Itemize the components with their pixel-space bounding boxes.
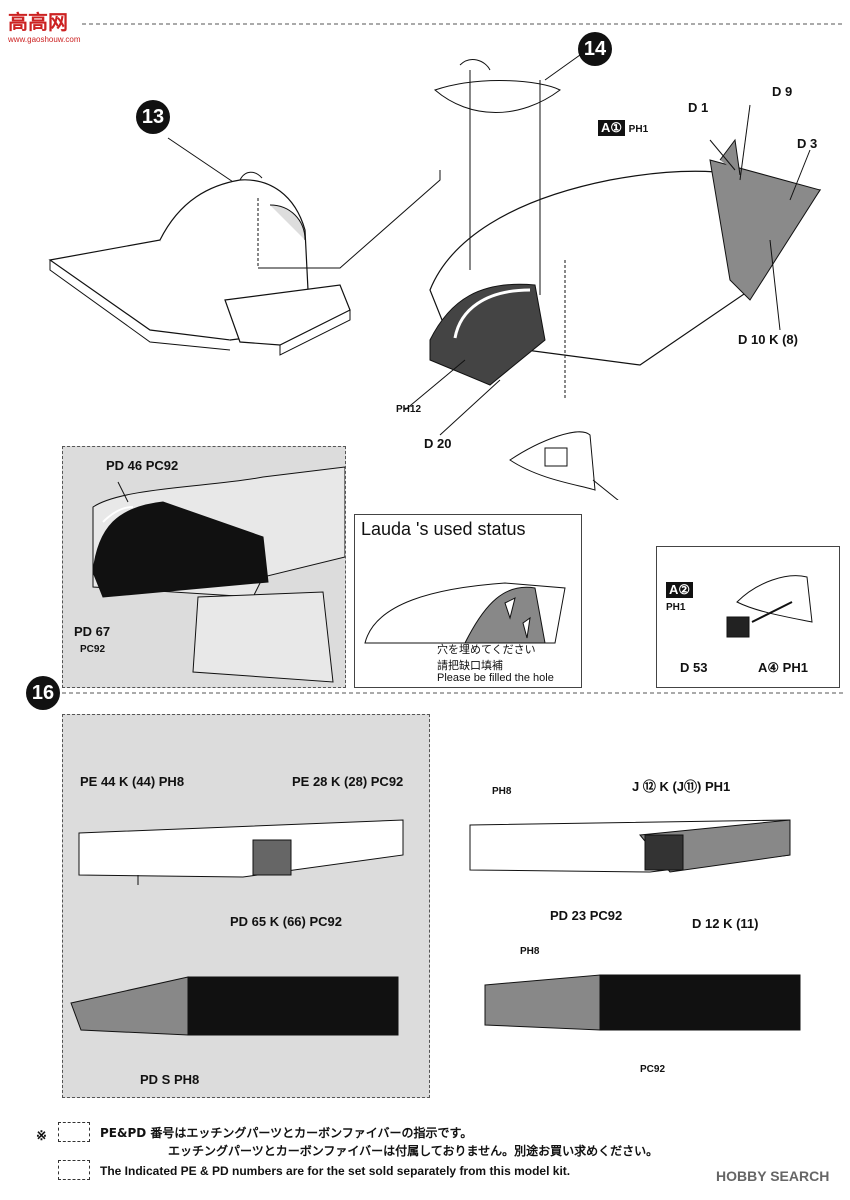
label-pd65: PD 65 K (66) PC92 [230, 914, 342, 929]
watermark-logo: 高高网 www.gaoshouw.com [8, 6, 80, 44]
label-d9: D 9 [772, 84, 793, 99]
step-14-marker: 14 [578, 32, 612, 66]
watermark-text: 高高网 [8, 10, 68, 34]
label-j12: J ⑫ K (J⑪) PH1 [632, 779, 731, 794]
footer-mark: ※ [36, 1128, 47, 1143]
step16-right-drawing [469, 819, 801, 1031]
label-d12-k11: D 12 K (11) [692, 916, 759, 931]
label-ph1-b: PH1 [666, 602, 686, 613]
label-d10-k8: D 10 K (8) [738, 332, 798, 347]
detail-box-a2 [656, 546, 840, 688]
label-a1: A① PH1 [598, 120, 648, 136]
lauda-jp: 穴を埋めてください [437, 643, 536, 656]
footer-brand: HOBBY SEARCH [716, 1168, 830, 1184]
lauda-note-box: Lauda 's used status 穴を埋めてください 請把缺口填補 Pl… [354, 514, 582, 688]
lauda-en: Please be filled the hole [437, 672, 554, 684]
step-13-drawing [48, 137, 441, 356]
label-pd23: PD 23 PC92 [550, 908, 623, 923]
footer-jp-1: PE&PD 番号はエッチングパーツとカーボンファイバーの指示です。 [100, 1126, 473, 1140]
label-pd67: PD 67 [74, 624, 111, 639]
step16-panel-drawing [70, 819, 404, 1036]
top-divider [82, 23, 845, 25]
footer-dashbox-1 [58, 1122, 90, 1142]
label-pe28: PE 28 K (28) PC92 [292, 774, 404, 789]
step-16-divider [62, 692, 845, 694]
label-pe44: PE 44 K (44) PH8 [80, 774, 185, 789]
detail-box-drawing [726, 575, 813, 638]
label-d3: D 3 [797, 136, 818, 151]
label-d1: D 1 [688, 100, 709, 115]
label-pc92-b: PC92 [640, 1064, 666, 1075]
lauda-drawing [364, 582, 566, 644]
label-pc92-a: PC92 [80, 644, 106, 655]
watermark-url: www.gaoshouw.com [8, 35, 81, 44]
step-14-drawing [404, 54, 822, 500]
label-ph8-a: PH8 [492, 786, 512, 797]
carbon-detail-panel [62, 446, 346, 688]
label-d53: D 53 [680, 660, 708, 675]
carbon-detail-drawing [92, 466, 345, 683]
step16-carbon-panel [62, 714, 430, 1098]
footer-dashbox-2 [58, 1160, 90, 1180]
label-pds: PD S PH8 [140, 1072, 200, 1087]
label-d20: D 20 [424, 436, 452, 451]
step-13-marker: 13 [136, 100, 170, 134]
label-a2: A② [666, 582, 694, 598]
footer-en: The Indicated PE & PD numbers are for th… [100, 1164, 571, 1178]
label-a4: A④ PH1 [758, 660, 808, 675]
lauda-cn: 請把缺口填補 [437, 659, 503, 672]
label-pd46: PD 46 PC92 [106, 458, 179, 473]
label-ph12: PH12 [396, 404, 422, 415]
footer-jp-2: エッチングパーツとカーボンファイバーは付属しておりません。別途お買い求めください… [168, 1144, 659, 1158]
label-ph8-b: PH8 [520, 946, 540, 957]
step-16-marker: 16 [26, 676, 60, 710]
lauda-title: Lauda 's used status [361, 519, 526, 539]
